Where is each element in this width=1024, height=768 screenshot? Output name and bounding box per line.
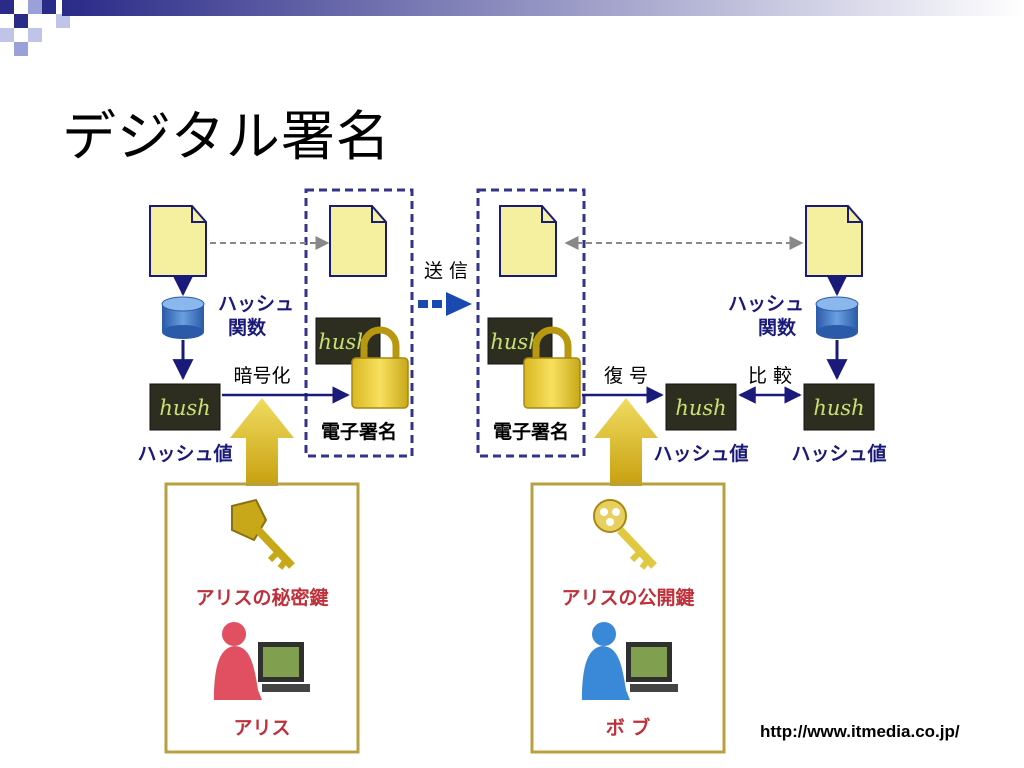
padlock-icon: [351, 326, 409, 409]
private-key-apply-arrow: [230, 398, 294, 486]
decrypt-label: 復 号: [604, 365, 648, 387]
hash-function-label-right: ハッシュ: [728, 293, 804, 315]
slide-decoration: [0, 0, 1024, 56]
document-icon: [499, 205, 557, 277]
hash-function-cylinder-icon: [161, 296, 205, 339]
compare-label: 比 較: [748, 365, 792, 387]
signature-frame-left: [304, 188, 414, 458]
hash-box-mid: hush: [665, 383, 737, 431]
send-label: 送 信: [424, 260, 468, 282]
document-icon: [805, 205, 863, 277]
svg-text:hush: hush: [159, 396, 210, 420]
signature-label-left: 電子署名: [321, 420, 397, 443]
signature-frame-right: [476, 188, 586, 458]
bob-frame: [530, 482, 726, 754]
document-icon: [329, 205, 387, 277]
signature-left: hush: [315, 317, 409, 409]
public-key-apply-arrow: [594, 398, 658, 486]
hash-box-left: hush: [149, 383, 221, 431]
hash-box-right: hush: [803, 383, 875, 431]
hash-function-label-left: ハッシュ: [218, 293, 294, 315]
hash-value-label-mid: ハッシュ値: [653, 443, 748, 465]
source-url: http://www.itmedia.co.jp/: [760, 722, 960, 741]
page-title: デジタル署名: [62, 105, 391, 168]
signature-right: hush: [487, 317, 581, 409]
alice-label: アリス: [233, 717, 290, 739]
hash-value-label-right: ハッシュ値: [791, 443, 886, 465]
svg-text:hush: hush: [813, 396, 864, 420]
alice-frame: [164, 482, 360, 754]
hash-function-label-right-2: 関数: [758, 316, 797, 339]
hash-function-label-left-2: 関数: [228, 316, 267, 339]
signature-label-right: 電子署名: [493, 420, 569, 443]
person-at-computer-icon: [582, 622, 678, 700]
document-icon: [149, 205, 207, 277]
padlock-icon: [523, 326, 581, 409]
private-key-label: アリスの秘密鍵: [195, 586, 328, 609]
public-key-icon: [593, 499, 657, 570]
send-arrow: [418, 292, 472, 316]
hash-function-cylinder-icon: [815, 296, 859, 339]
private-key-icon: [231, 498, 295, 570]
public-key-label: アリスの公開鍵: [561, 586, 694, 609]
bob-label: ボ ブ: [606, 716, 651, 739]
encrypt-label: 暗号化: [233, 365, 290, 387]
hash-value-label-left: ハッシュ値: [137, 443, 232, 465]
svg-text:hush: hush: [675, 396, 726, 420]
person-at-computer-icon: [214, 622, 310, 700]
